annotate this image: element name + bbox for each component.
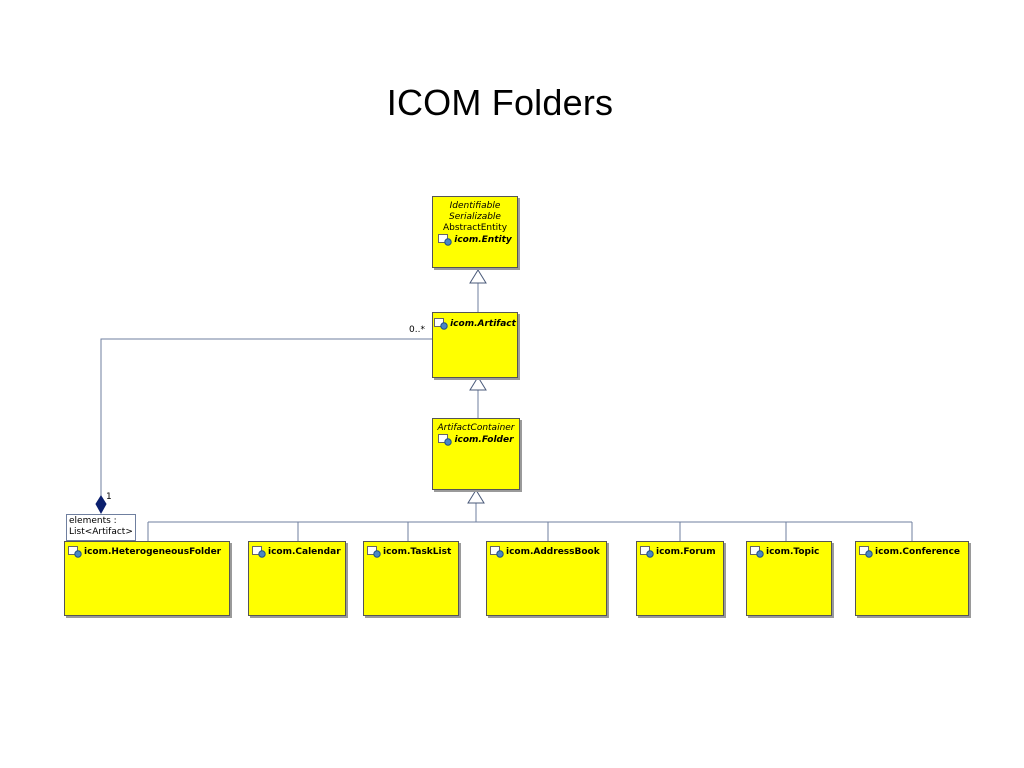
generalization-arrowhead-folder [467, 489, 485, 504]
class-calendar[interactable]: icom.Calendar [248, 541, 346, 616]
stereotype-abstractentity: AbstractEntity [442, 223, 508, 233]
attribute-line-name: elements : [69, 516, 117, 526]
class-name-topic: icom.Topic [766, 547, 820, 557]
stereotype-artifactcontainer: ArtifactContainer [437, 423, 515, 433]
class-addressbook[interactable]: icom.AddressBook [486, 541, 607, 616]
slide-title: ICOM Folders [386, 82, 614, 123]
multiplicity-folder: 1 [106, 492, 112, 502]
stereotype-identifiable: Identifiable [449, 201, 501, 211]
class-icon [640, 546, 654, 558]
class-name-tasklist: icom.TaskList [383, 547, 452, 557]
multiplicity-artifact: 0..* [409, 325, 425, 335]
attribute-line-type: List<Artifact> [69, 527, 133, 537]
class-artifact[interactable]: icom.Artifact [432, 312, 518, 378]
composition-diamond [95, 495, 107, 515]
class-icon [438, 234, 452, 246]
class-name-entity: icom.Entity [454, 235, 512, 245]
class-icon [750, 546, 764, 558]
generalization-arrowhead-entity [469, 269, 487, 284]
class-heterogeneousfolder[interactable]: icom.HeterogeneousFolder [64, 541, 230, 616]
class-name-conference: icom.Conference [875, 547, 961, 557]
class-name-artifact: icom.Artifact [450, 319, 516, 329]
class-icon [490, 546, 504, 558]
stereotype-serializable: Serializable [449, 212, 501, 222]
class-icon [252, 546, 266, 558]
generalization-arrowhead-artifact [469, 376, 487, 391]
class-conference[interactable]: icom.Conference [855, 541, 969, 616]
class-name-forum: icom.Forum [656, 547, 716, 557]
class-name-calendar: icom.Calendar [268, 547, 341, 557]
association-attribute-box: elements : List<Artifact> [66, 514, 136, 541]
class-entity[interactable]: Identifiable Serializable AbstractEntity… [432, 196, 518, 268]
class-forum[interactable]: icom.Forum [636, 541, 724, 616]
class-icon [434, 318, 448, 330]
class-folder[interactable]: ArtifactContainer icom.Folder [432, 418, 520, 490]
class-name-addressbook: icom.AddressBook [506, 547, 600, 557]
class-icon [367, 546, 381, 558]
class-topic[interactable]: icom.Topic [746, 541, 832, 616]
class-name-folder: icom.Folder [454, 435, 514, 445]
class-icon [438, 434, 453, 446]
composition-line [100, 338, 432, 496]
class-name-heterogeneousfolder: icom.HeterogeneousFolder [84, 547, 222, 557]
class-tasklist[interactable]: icom.TaskList [363, 541, 459, 616]
class-icon [68, 546, 82, 558]
class-icon [859, 546, 873, 558]
